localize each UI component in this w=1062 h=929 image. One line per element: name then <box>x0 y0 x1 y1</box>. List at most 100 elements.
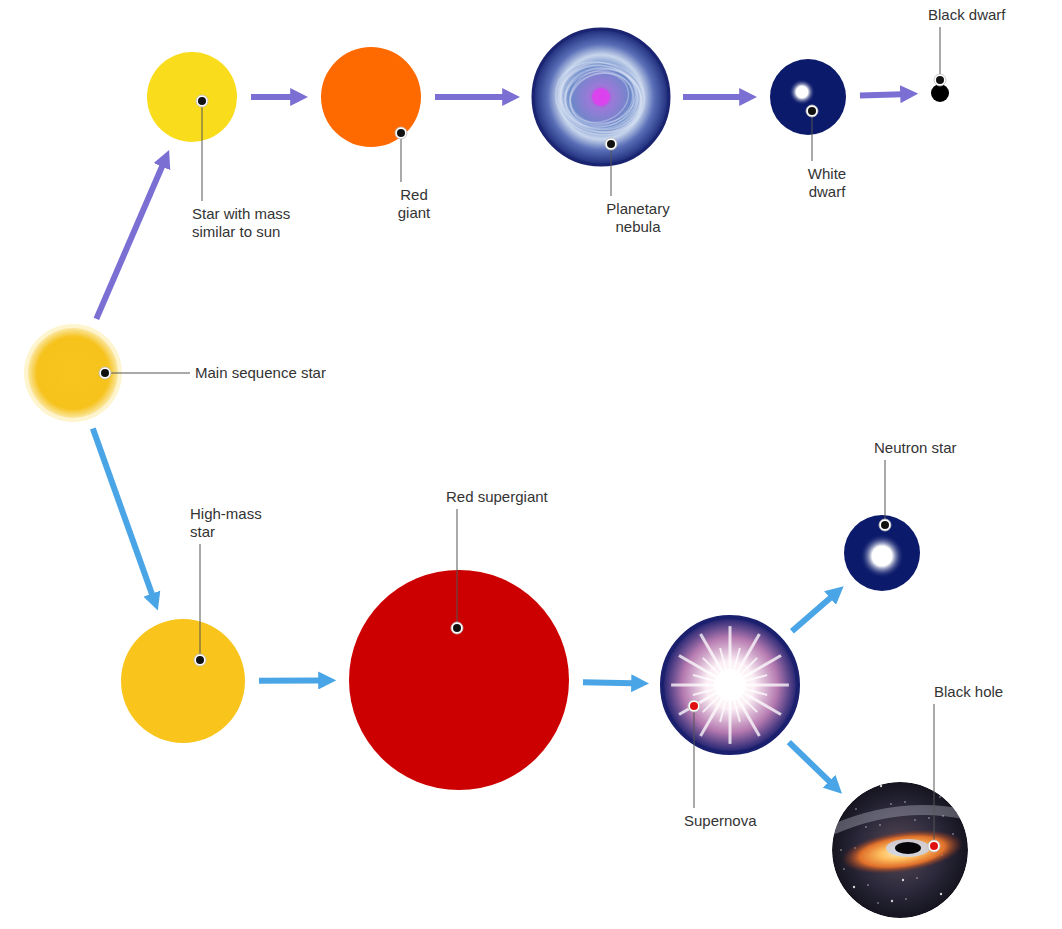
leader-line <box>812 111 813 161</box>
star-disc <box>147 52 237 142</box>
leader-dot <box>930 842 938 850</box>
star-figure <box>662 617 798 753</box>
stage-label: Supernova <box>684 812 757 830</box>
star-outline <box>321 47 421 147</box>
star-stage: Red giant <box>321 47 421 147</box>
star-glow <box>860 534 904 578</box>
evolution-arrow <box>96 165 162 319</box>
leader-dot <box>453 624 461 632</box>
supernova-disc <box>662 617 798 753</box>
leader-dot <box>690 702 698 710</box>
star-outline <box>931 84 949 102</box>
star-disc <box>844 515 920 591</box>
star-outline <box>121 619 245 743</box>
evolution-arrow <box>789 742 831 782</box>
star-figure <box>844 515 920 591</box>
star-stage: Neutron star <box>844 515 920 591</box>
supernova-core <box>714 669 746 701</box>
leader-dot <box>808 107 816 115</box>
leader-line <box>885 460 886 525</box>
star-stage: Black hole <box>832 782 968 918</box>
star-stage: White dwarf <box>770 59 846 135</box>
supernova-rays <box>671 626 789 744</box>
leader-line <box>694 706 695 808</box>
leader-line <box>611 144 612 196</box>
star-outline <box>832 782 968 918</box>
star-disc <box>28 328 118 418</box>
leader-dot-ring <box>605 138 617 150</box>
stage-label: Neutron star <box>874 439 957 457</box>
star-figure <box>831 782 968 918</box>
star-disc <box>321 47 421 147</box>
leader-line <box>401 133 402 182</box>
leader-dot-ring <box>934 74 946 86</box>
disk-highlight <box>886 839 930 857</box>
leader-line <box>457 509 458 628</box>
leader-dot <box>881 521 889 529</box>
star-disc <box>931 84 949 102</box>
stage-label: Main sequence star <box>195 364 326 382</box>
star-stage: Red supergiant <box>349 570 569 790</box>
leader-dot-ring <box>99 367 111 379</box>
star-figure <box>321 47 421 147</box>
stage-label: Star with mass similar to sun <box>192 205 317 241</box>
accretion-disk <box>839 823 966 880</box>
star-disc <box>121 619 245 743</box>
leader-dot-ring <box>196 95 208 107</box>
star-glow <box>24 324 122 422</box>
star-disc <box>349 570 569 790</box>
star-figure <box>147 52 237 142</box>
evolution-arrow <box>792 597 832 631</box>
leader-dot <box>196 656 204 664</box>
space-background <box>832 782 968 918</box>
evolution-arrow <box>683 94 741 100</box>
evolution-arrow <box>259 678 320 684</box>
star-disc <box>770 59 846 135</box>
star-figure <box>121 619 245 743</box>
star-field <box>831 785 968 918</box>
star-outline <box>533 29 669 165</box>
leader-dot <box>397 129 405 137</box>
stage-label: Black hole <box>934 683 1003 701</box>
stage-label: White dwarf <box>798 165 856 201</box>
stage-label: High-mass star <box>190 505 286 541</box>
leader-dot-ring <box>194 654 206 666</box>
stage-label: Black dwarf <box>928 6 1006 24</box>
star-figure <box>24 324 122 422</box>
star-figure <box>931 84 949 102</box>
leader-line <box>940 27 941 80</box>
leader-dot-ring <box>879 519 891 531</box>
star-figure <box>349 570 569 790</box>
leader-dot-ring <box>451 622 463 634</box>
stage-label: Red giant <box>388 186 440 222</box>
leader-dot <box>101 369 109 377</box>
evolution-arrow <box>251 94 292 100</box>
star-stage: High-mass star <box>121 619 245 743</box>
star-figure <box>533 29 669 165</box>
evolution-arrow <box>860 94 902 95</box>
leader-dot-ring <box>688 700 700 712</box>
star-stage: Black dwarf <box>931 84 949 102</box>
leader-dot <box>198 97 206 105</box>
nebula-ring <box>547 52 651 145</box>
star-outline <box>349 570 569 790</box>
evolution-arrow <box>435 94 504 100</box>
leader-dot-ring <box>806 105 818 117</box>
star-figure <box>770 59 846 135</box>
nebula-disc <box>533 29 669 165</box>
leader-line <box>105 373 190 374</box>
leader-line <box>202 101 203 201</box>
evolution-arrow <box>583 679 633 686</box>
star-outline <box>844 515 920 591</box>
evolution-arrow <box>93 429 153 596</box>
leader-dot-ring <box>928 840 940 852</box>
dust-band <box>832 810 968 830</box>
leader-line <box>200 544 201 660</box>
star-stage: Planetary nebula <box>533 29 669 165</box>
leader-dot <box>607 140 615 148</box>
leader-dot-ring <box>395 127 407 139</box>
star-stage: Supernova <box>662 617 798 753</box>
stage-label: Planetary nebula <box>596 200 680 236</box>
